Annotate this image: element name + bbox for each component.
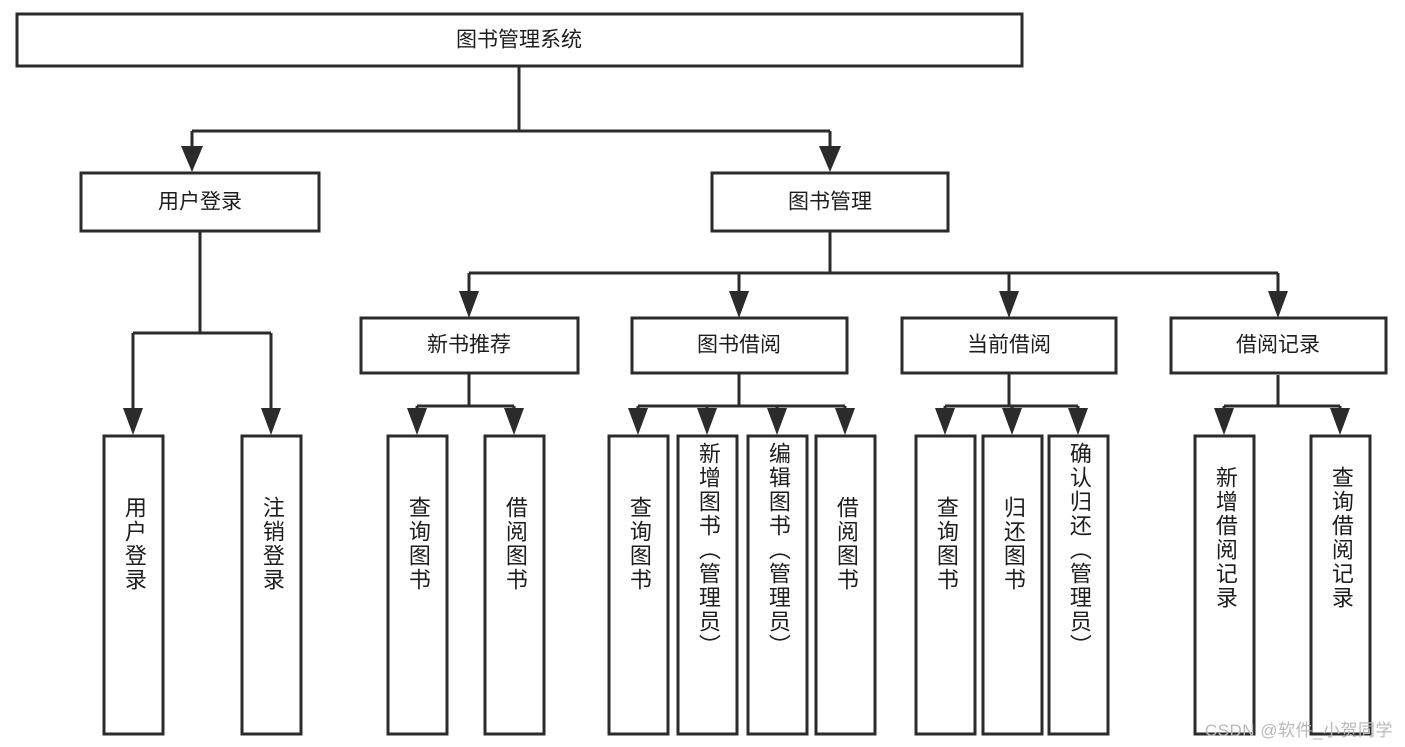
- node-leaf-logout-box[interactable]: [240, 434, 303, 736]
- arrowhead-leaf-query-book-3: [935, 408, 955, 435]
- node-leaf-return-book-box[interactable]: [981, 434, 1044, 736]
- node-book-manage-box[interactable]: [710, 171, 950, 233]
- node-book-manage-label: 图书管理: [788, 191, 872, 214]
- node-book-borrow-box[interactable]: [630, 316, 849, 375]
- arrowhead-leaf-query-record: [1330, 408, 1350, 435]
- arrowhead-user-login: [181, 146, 203, 172]
- node-leaf-confirm-return-box[interactable]: [1047, 434, 1110, 736]
- node-leaf-query-book-1-box[interactable]: [386, 434, 449, 736]
- node-root[interactable]: 图书管理系统: [15, 12, 1024, 68]
- connector-book-manage-to-level3: [459, 232, 1288, 318]
- node-new-book-rec[interactable]: 新书推荐: [359, 316, 580, 375]
- arrowhead-leaf-add-record: [1214, 408, 1234, 435]
- node-root-box[interactable]: [15, 12, 1024, 68]
- arrowhead-book-borrow: [729, 291, 749, 318]
- node-user-login-box[interactable]: [79, 171, 321, 233]
- node-leaf-add-record-box[interactable]: [1193, 434, 1256, 736]
- node-leaf-query-book-2-box[interactable]: [607, 434, 670, 736]
- node-root-label: 图书管理系统: [456, 29, 582, 52]
- connector-current-borrow-to-leaves: [935, 373, 1088, 435]
- arrowhead-current-borrow: [999, 291, 1019, 318]
- arrowhead-leaf-borrow-book-1: [504, 408, 524, 435]
- node-book-manage[interactable]: 图书管理: [710, 171, 950, 233]
- connector-user-login-to-leaves: [123, 232, 281, 435]
- node-current-borrow-box[interactable]: [900, 316, 1118, 375]
- node-current-borrow-label: 当前借阅: [967, 334, 1051, 357]
- node-book-borrow-label: 图书借阅: [697, 334, 781, 357]
- node-leaf-borrow-book-2-box[interactable]: [814, 434, 877, 736]
- node-leaf-borrow-book-1-box[interactable]: [483, 434, 546, 736]
- arrowhead-leaf-return-book: [1002, 408, 1022, 435]
- leaf-boxes: [102, 434, 1372, 736]
- node-borrow-record[interactable]: 借阅记录: [1169, 316, 1388, 375]
- arrowhead-new-book-rec: [459, 291, 479, 318]
- node-new-book-rec-label: 新书推荐: [427, 334, 511, 357]
- node-new-book-rec-box[interactable]: [359, 316, 580, 375]
- arrowhead-leaf-user-login: [123, 408, 143, 435]
- arrowhead-leaf-confirm-return: [1068, 408, 1088, 435]
- node-current-borrow[interactable]: 当前借阅: [900, 316, 1118, 375]
- node-leaf-query-book-3-box[interactable]: [914, 434, 977, 736]
- node-user-login[interactable]: 用户登录: [79, 171, 321, 233]
- arrowhead-leaf-query-book-2: [628, 408, 648, 435]
- arrowhead-leaf-add-book: [697, 408, 717, 435]
- node-user-login-label: 用户登录: [158, 191, 242, 214]
- node-leaf-user-login-box[interactable]: [102, 434, 165, 736]
- node-leaf-query-record-box[interactable]: [1309, 434, 1372, 736]
- csdn-watermark: CSDN @软件_小贺同学: [1204, 721, 1393, 740]
- arrowhead-borrow-record: [1268, 291, 1288, 318]
- node-book-borrow[interactable]: 图书借阅: [630, 316, 849, 375]
- connector-new-book-rec-to-leaves: [407, 373, 524, 435]
- connector-root-to-level2: [181, 66, 841, 172]
- node-leaf-edit-book-box[interactable]: [746, 434, 809, 736]
- node-borrow-record-box[interactable]: [1169, 316, 1388, 375]
- arrowhead-leaf-logout: [261, 408, 281, 435]
- node-leaf-add-book-box[interactable]: [676, 434, 739, 736]
- arrowhead-leaf-borrow-book-2: [835, 408, 855, 435]
- connector-book-borrow-to-leaves: [628, 373, 855, 435]
- connector-borrow-record-to-leaves: [1214, 375, 1350, 435]
- arrowhead-book-manage: [819, 146, 841, 172]
- node-borrow-record-label: 借阅记录: [1236, 334, 1320, 357]
- arrowhead-leaf-edit-book: [767, 408, 787, 435]
- arrowhead-leaf-query-book-1: [407, 408, 427, 435]
